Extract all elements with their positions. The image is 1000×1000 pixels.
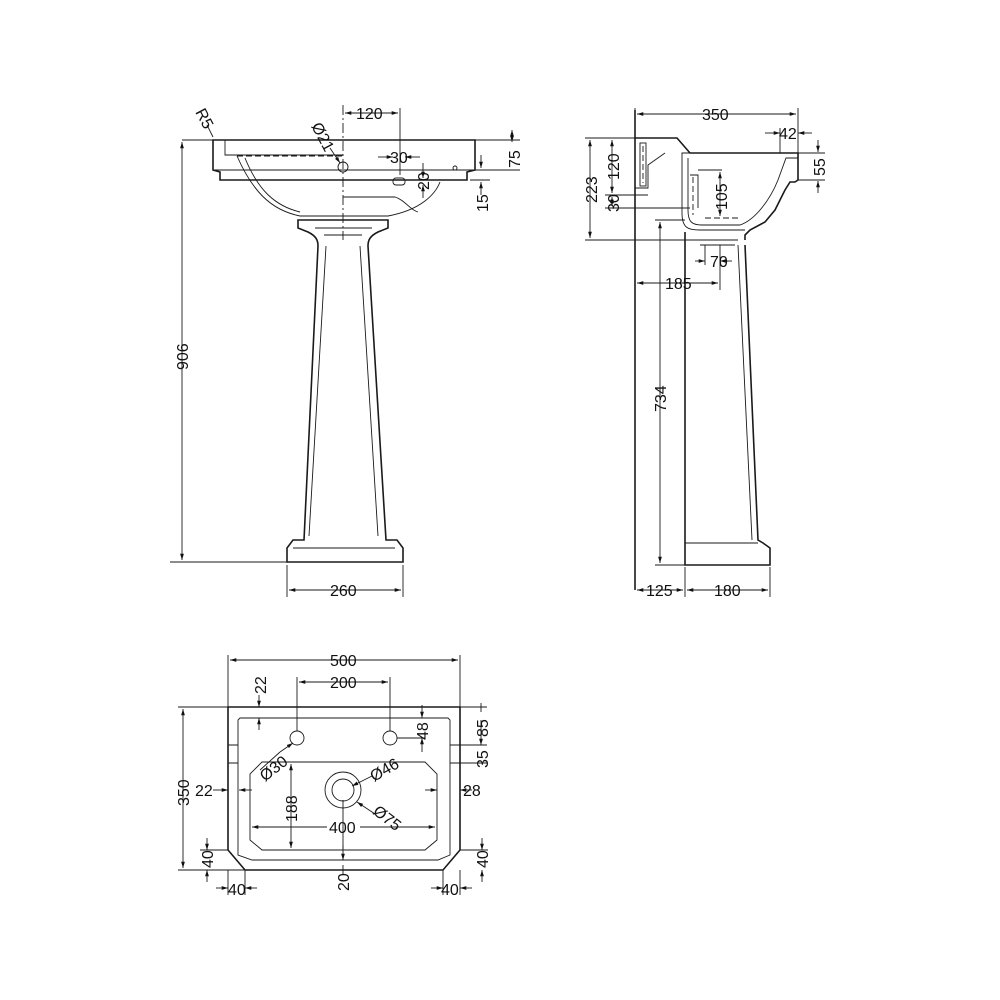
side-dimensions: 350 42 55 223 120 30 105 70 185 xyxy=(584,107,829,600)
dim-left-margin: 22 xyxy=(195,783,213,800)
dim-rim-height: 75 xyxy=(507,150,524,168)
dim-bowl-depth: 105 xyxy=(714,183,731,210)
dim-radius: R5 xyxy=(191,106,216,132)
basin-front-outline xyxy=(212,139,476,217)
dim-tap-hole-diameter: Ø30 xyxy=(257,753,291,785)
dim-chamfer-right-horizontal: 40 xyxy=(441,882,459,899)
dim-bracket-offset: 30 xyxy=(606,194,623,212)
dim-waste-outer-diameter: Ø75 xyxy=(370,803,404,835)
dim-plan-depth: 350 xyxy=(176,779,193,806)
dim-pedestal-base-width: 260 xyxy=(330,583,357,600)
dim-tap-offset: 120 xyxy=(356,106,383,123)
dim-lip-height: 15 xyxy=(475,194,492,212)
dim-ledge-offset: 85 xyxy=(475,719,492,737)
dim-bowl-width: 400 xyxy=(329,820,356,837)
dim-right-margin: 28 xyxy=(463,783,481,800)
dim-chamfer-left-horizontal: 40 xyxy=(228,882,246,899)
waste-inner xyxy=(331,778,355,802)
dim-waste-offset: 185 xyxy=(665,276,692,293)
dim-back-height: 223 xyxy=(584,176,601,203)
dim-overall-height: 906 xyxy=(175,343,192,370)
dim-pedestal-height: 734 xyxy=(653,385,670,412)
dim-rim-profile: 55 xyxy=(812,158,829,176)
side-elevation-view: 350 42 55 223 120 30 105 70 185 xyxy=(584,107,829,600)
dim-tap-from-edge: 48 xyxy=(415,722,432,740)
dim-tap-spacing: 200 xyxy=(330,675,357,692)
front-elevation-view: 906 260 R5 Ø21 120 30 20 75 15 xyxy=(170,105,524,600)
dim-bracket-height: 120 xyxy=(606,153,623,180)
pedestal-front-outline xyxy=(286,219,404,563)
dim-waste-diameter: Ø46 xyxy=(368,756,403,786)
dim-chamfer-right-vertical: 40 xyxy=(475,850,492,868)
dim-hole-diameter: Ø21 xyxy=(307,120,336,155)
dim-depth: 350 xyxy=(702,107,729,124)
dim-ledge-width: 35 xyxy=(475,750,492,768)
plan-dimensions: 500 200 22 48 85 35 350 Ø30 Ø46 xyxy=(176,653,492,899)
tap-hole-left xyxy=(289,730,305,746)
dim-waste-width: 70 xyxy=(710,254,728,271)
dim-tap-from-back: 22 xyxy=(253,676,270,694)
dim-tap-slot-height: 20 xyxy=(416,172,433,190)
dim-rim-lip: 42 xyxy=(779,126,797,143)
dim-tap-slot-width: 30 xyxy=(390,150,408,167)
tap-hole-right xyxy=(382,730,398,746)
dim-plan-width: 500 xyxy=(330,653,357,670)
basin-side-outline xyxy=(635,137,799,246)
pedestal-side-outline xyxy=(684,232,771,566)
dim-bowl-depth-plan: 188 xyxy=(284,795,301,822)
dim-front-margin: 20 xyxy=(336,873,353,891)
dim-chamfer-left-vertical: 40 xyxy=(200,850,217,868)
dim-pedestal-depth: 180 xyxy=(714,583,741,600)
dim-pedestal-offset: 125 xyxy=(646,583,673,600)
plan-view: 500 200 22 48 85 35 350 Ø30 Ø46 xyxy=(176,653,492,899)
